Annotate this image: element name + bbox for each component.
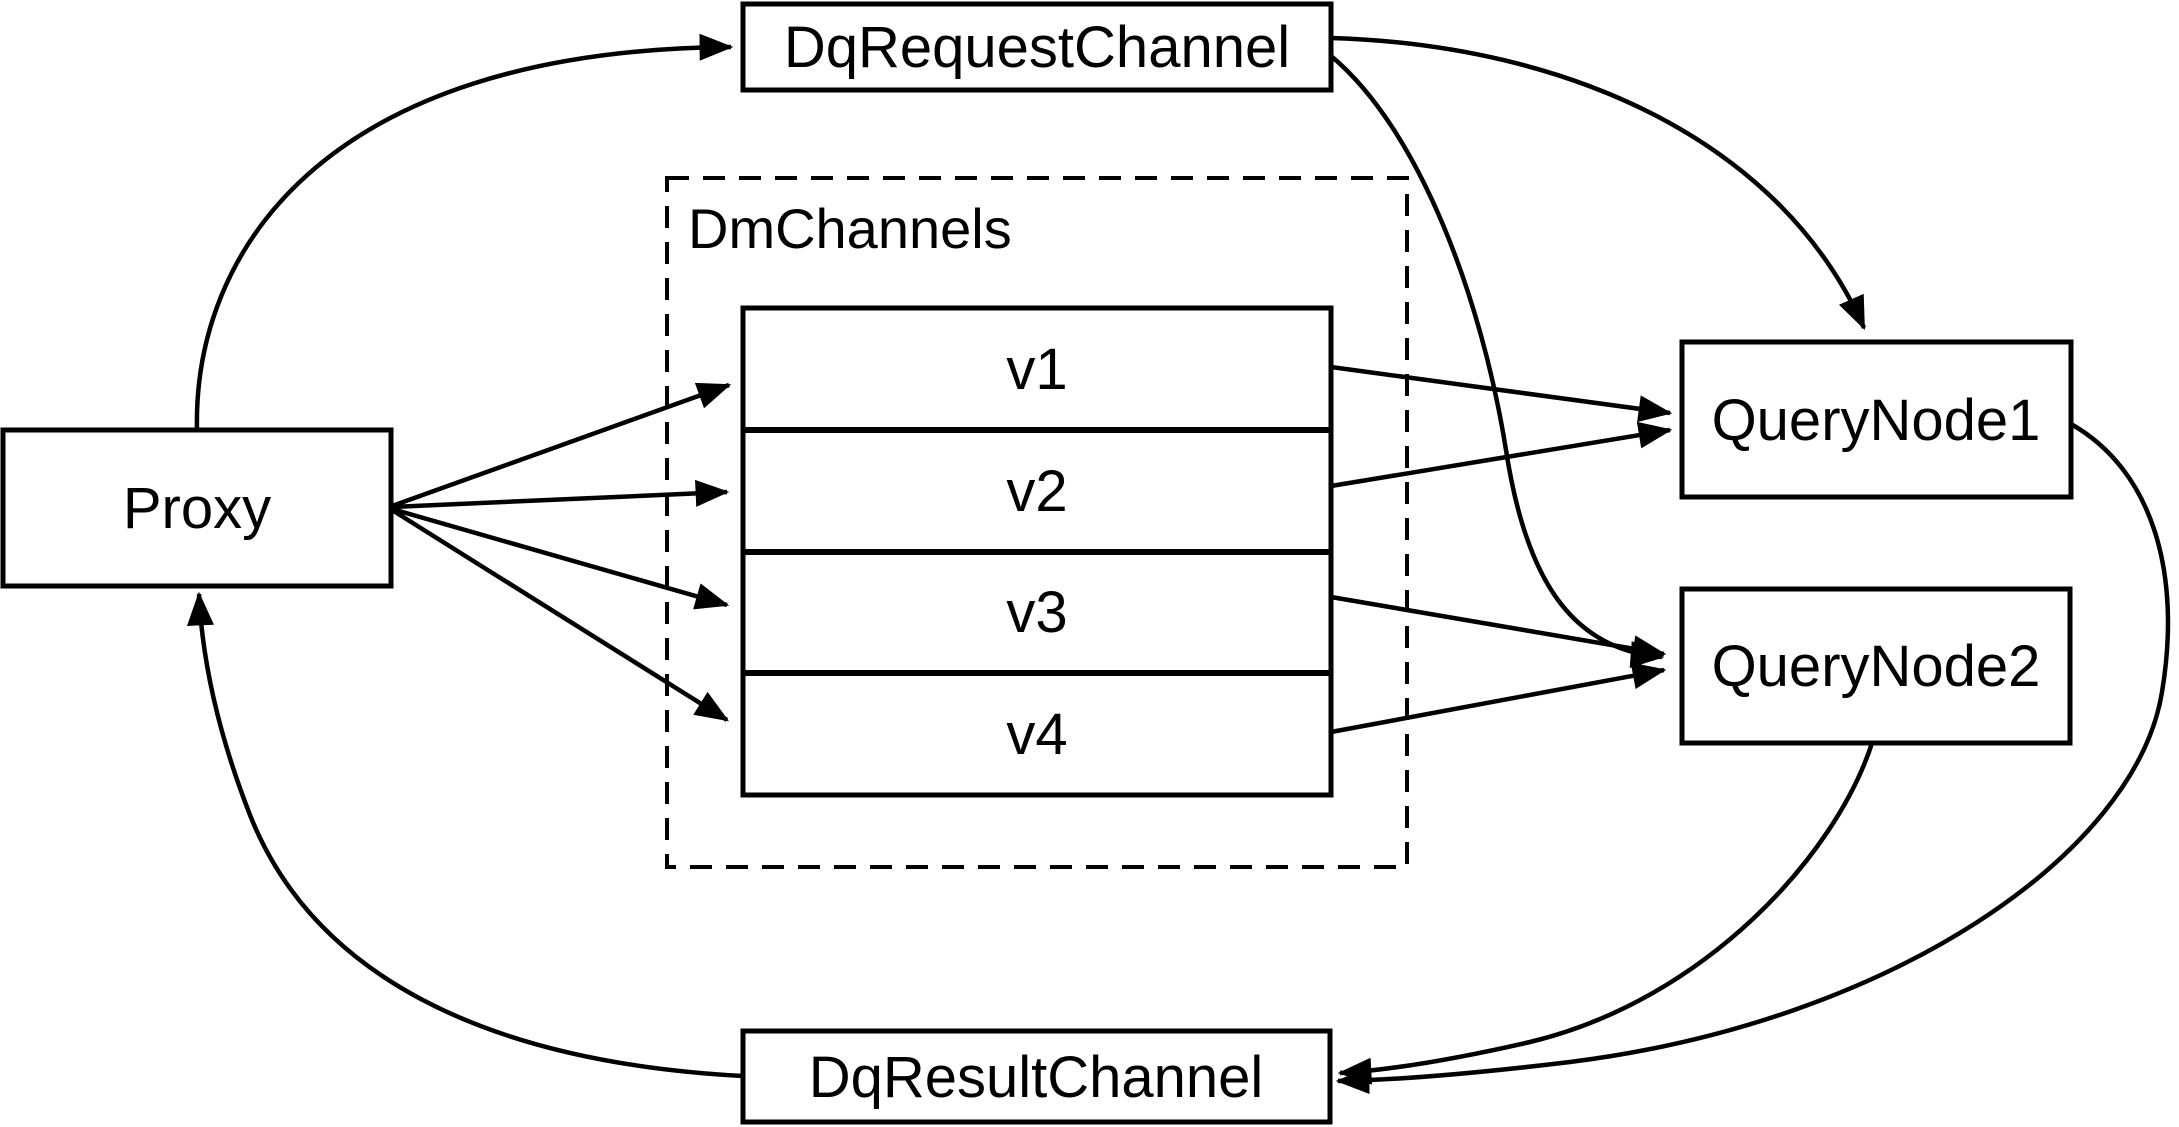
edge-dqrequestchannel-to-querynode1 <box>1330 35 1867 331</box>
channel-row-v2: v2 <box>1006 459 1067 524</box>
edge-v2-to-querynode1 <box>1330 421 1673 489</box>
edge-group <box>186 33 2171 1095</box>
edge-v1-to-querynode1 <box>1330 364 1673 423</box>
querynode2-label: QueryNode2 <box>1712 634 2041 699</box>
proxy-box <box>0 427 394 589</box>
node-querynode2: QueryNode2 <box>1679 586 2073 746</box>
edge-querynode1-to-dqresultchannel <box>1335 422 2171 1095</box>
edge-dqrequestchannel-to-querynode2 <box>1329 54 1665 669</box>
edge-v3-to-querynode2 <box>1330 594 1667 663</box>
dqresultchannel-label: DqResultChannel <box>809 1045 1264 1110</box>
edge-proxy-to-v2 <box>391 479 730 510</box>
proxy-label: Proxy <box>123 476 271 541</box>
edge-proxy-to-dqrequestchannel <box>194 33 734 431</box>
channel-row-v3: v3 <box>1006 580 1067 645</box>
node-querynode1: QueryNode1 <box>1679 339 2074 500</box>
edge-proxy-to-v3 <box>391 506 730 610</box>
edge-proxy-to-v4 <box>390 508 730 722</box>
dmchannels-dashed-border <box>665 176 1409 869</box>
edge-proxy-to-v1 <box>391 382 732 509</box>
node-dqresultchannel: DqResultChannel <box>740 1028 1333 1125</box>
querynode1-label: QueryNode1 <box>1712 388 2041 453</box>
channel-row-v4: v4 <box>1006 702 1067 767</box>
node-dqrequestchannel: DqRequestChannel <box>740 1 1334 93</box>
querynode1-box <box>1679 339 2074 500</box>
dqrequestchannel-label: DqRequestChannel <box>784 15 1290 80</box>
dqresultchannel-box <box>740 1028 1333 1125</box>
edge-querynode2-to-dqresultchannel <box>1337 742 1875 1085</box>
edge-dqresultchannel-to-proxy <box>186 591 744 1079</box>
querynode2-box <box>1679 586 2073 746</box>
dmchannels-group: DmChannels v1 v2 v3 v4 <box>665 176 1409 869</box>
edge-v4-to-querynode2 <box>1330 662 1667 735</box>
channel-row-v1: v1 <box>1006 337 1067 402</box>
dmchannels-label: DmChannels <box>688 197 1012 260</box>
node-proxy: Proxy <box>0 427 394 589</box>
dqrequestchannel-box <box>740 1 1334 93</box>
